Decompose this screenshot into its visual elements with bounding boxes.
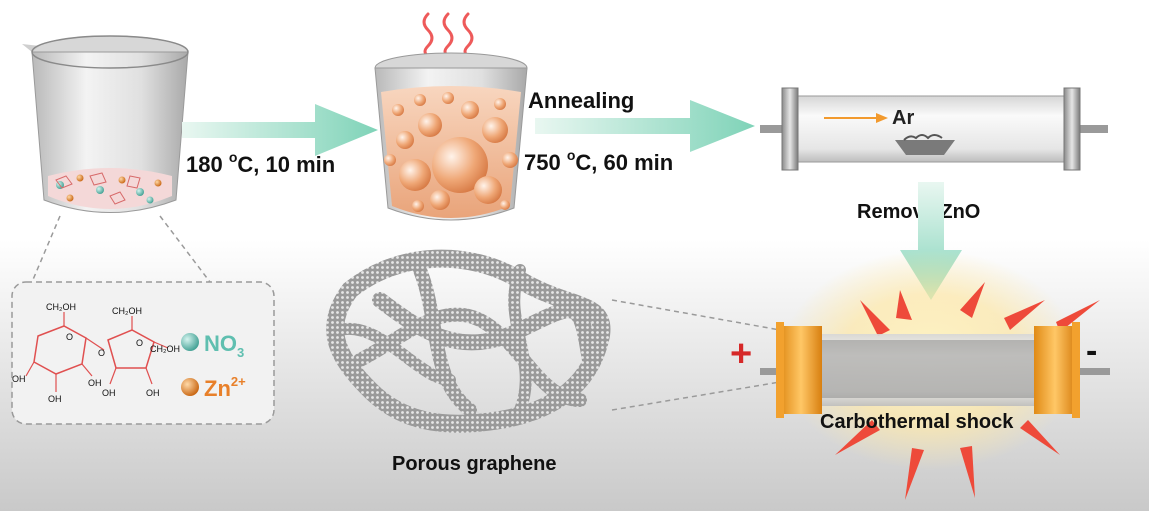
svg-text:OH: OH: [88, 378, 102, 388]
svg-text:OH: OH: [12, 374, 26, 384]
gas-label: Ar: [892, 107, 914, 129]
svg-text:CH₂OH: CH₂OH: [46, 302, 76, 312]
svg-text:OH: OH: [48, 394, 62, 404]
svg-text:OH: OH: [102, 388, 116, 398]
sample-boat: [895, 140, 955, 155]
beaker-foaming: [374, 12, 528, 221]
nitrate-label: NO3: [204, 331, 244, 360]
step1-condition: 180 oC, 10 min: [186, 149, 335, 177]
steam-icon: [422, 12, 474, 58]
graphene-label: Porous graphene: [392, 453, 556, 475]
step2-label: Annealing: [528, 88, 634, 113]
arrow-step2: [535, 100, 755, 152]
sucrose-molecule: O O O CH₂OH OH OH OH CH₂OH OH CH₂OH OH: [12, 302, 180, 404]
beaker-precursor: [22, 35, 189, 213]
bubbles: [384, 92, 518, 212]
svg-text:CH₂OH: CH₂OH: [150, 344, 180, 354]
crystal-mix: [55, 172, 162, 205]
zinc-ball-icon: [181, 378, 199, 396]
nitrate-ball-icon: [181, 333, 199, 351]
porous-graphene-illustration: [326, 249, 611, 433]
step2-condition: 750 oC, 60 min: [524, 147, 673, 175]
electrode-right: [1034, 326, 1076, 414]
zinc-label: Zn2+: [204, 374, 246, 401]
svg-text:OH: OH: [146, 388, 160, 398]
shock-tube: [760, 322, 1110, 418]
arrow-step1: [182, 104, 378, 156]
negative-electrode-symbol: -: [1086, 332, 1097, 370]
carbon-powder: [790, 340, 1062, 398]
graphene-zoom-connectors: [611, 299, 781, 411]
zoom-connectors: [31, 215, 211, 283]
legend: NO3 Zn2+: [181, 331, 246, 401]
positive-electrode-symbol: +: [730, 333, 752, 375]
shock-label: Carbothermal shock: [820, 411, 1014, 433]
svg-text:O: O: [98, 348, 105, 358]
tube-furnace: Ar: [760, 87, 1108, 171]
zoom-box: [11, 281, 275, 425]
electrode-left: [780, 326, 822, 414]
svg-text:O: O: [66, 332, 73, 342]
svg-text:O: O: [136, 338, 143, 348]
svg-text:CH₂OH: CH₂OH: [112, 306, 142, 316]
